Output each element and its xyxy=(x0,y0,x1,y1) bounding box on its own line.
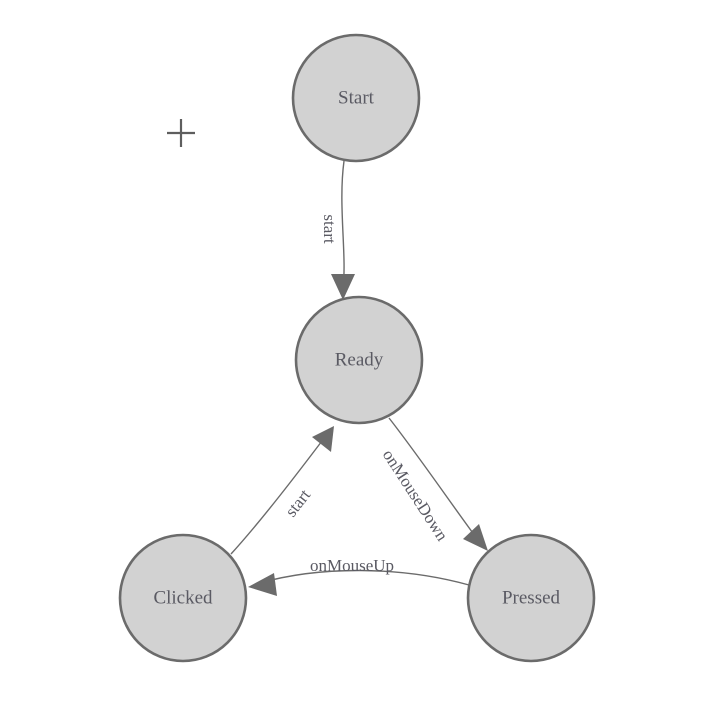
edge-label-clicked-to-ready: start xyxy=(281,485,314,520)
node-pressed-circle[interactable] xyxy=(466,533,596,663)
node-ready[interactable]: Ready xyxy=(294,295,424,425)
edge-start-to-ready[interactable]: start xyxy=(320,160,355,300)
node-clicked-circle[interactable] xyxy=(118,533,248,663)
edge-label-pressed-to-clicked: onMouseUp xyxy=(310,556,394,575)
node-start-label: Start xyxy=(338,87,375,108)
edge-label-ready-to-pressed: onMouseDown xyxy=(379,446,452,545)
edge-label-start-to-ready: start xyxy=(320,214,339,244)
node-clicked[interactable]: Clicked xyxy=(118,533,248,663)
edge-path-clicked-to-ready[interactable] xyxy=(230,436,326,555)
node-ready-circle[interactable] xyxy=(294,295,424,425)
edge-pressed-to-clicked[interactable]: onMouseUp xyxy=(248,556,470,596)
edge-ready-to-pressed[interactable]: onMouseDown xyxy=(379,417,488,551)
edge-path-start-to-ready[interactable] xyxy=(341,160,345,289)
arrowhead-pressed-to-clicked xyxy=(248,573,277,596)
arrowhead-clicked-to-ready xyxy=(312,426,334,452)
plus-marker xyxy=(167,119,195,147)
edge-path-pressed-to-clicked[interactable] xyxy=(259,569,470,586)
edge-path-ready-to-pressed[interactable] xyxy=(388,417,479,541)
arrowhead-ready-to-pressed xyxy=(463,524,488,551)
node-start-circle[interactable] xyxy=(291,33,421,163)
edge-clicked-to-ready[interactable]: start xyxy=(230,426,334,555)
node-start[interactable]: Start xyxy=(291,33,421,163)
node-pressed-label: Pressed xyxy=(502,587,561,608)
node-pressed[interactable]: Pressed xyxy=(466,533,596,663)
node-clicked-label: Clicked xyxy=(153,587,213,608)
node-ready-label: Ready xyxy=(335,349,384,370)
arrowhead-start-to-ready xyxy=(331,274,355,300)
